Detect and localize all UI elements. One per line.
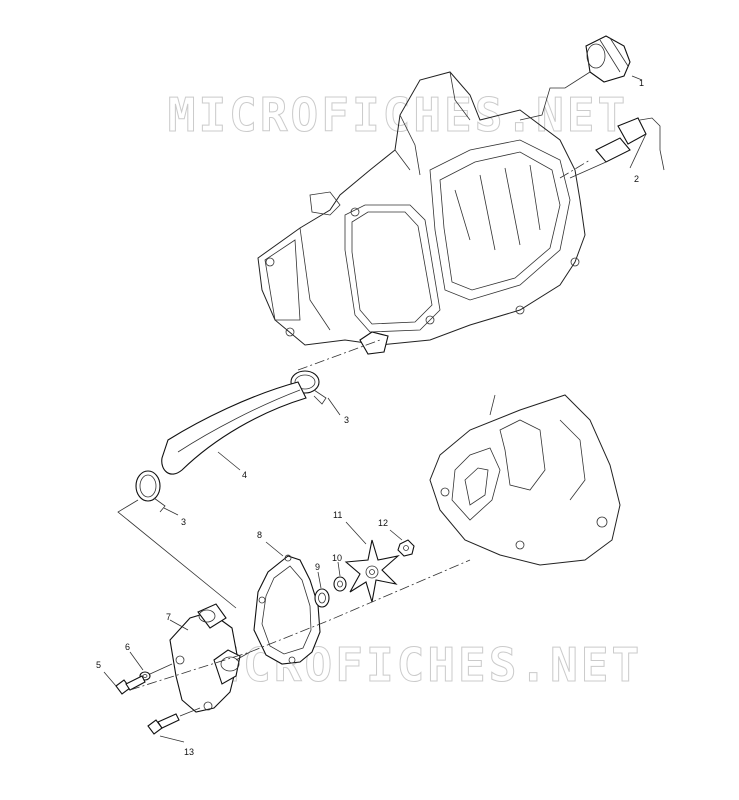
callout-13: 13 (184, 747, 195, 757)
assembly-axis-head (297, 159, 591, 371)
callout-9: 9 (315, 562, 321, 572)
callout-5: 5 (96, 660, 102, 670)
crankcase (429, 394, 621, 566)
part-7-water-pump-cover (169, 603, 251, 713)
callout-7: 7 (166, 612, 172, 622)
assembly-axis (129, 559, 471, 691)
callout-8: 8 (257, 530, 263, 540)
part-3-hose-clamp-lower (135, 470, 179, 516)
part-6-washer (129, 651, 173, 681)
callout-4: 4 (242, 470, 248, 480)
part-4-coolant-hose (161, 381, 307, 475)
part-8-gasket (253, 541, 321, 665)
part-10-washer (333, 561, 347, 592)
part-13-bolt (147, 707, 201, 743)
part-2-temperature-sensor (569, 117, 665, 179)
cylinder-head (257, 71, 586, 355)
watermark-top: MICROFICHES.NET (167, 88, 629, 143)
callout-12: 12 (378, 518, 389, 528)
assembly-line-left (117, 499, 237, 609)
callout-6: 6 (125, 642, 131, 652)
part-12-nut (389, 529, 415, 557)
part-9-seal (314, 571, 330, 608)
callout-3-upper: 3 (344, 415, 350, 425)
callout-2: 2 (634, 174, 640, 184)
part-11-impeller (344, 521, 400, 603)
callout-3-lower: 3 (181, 517, 187, 527)
part-1-thermostat-cap (519, 35, 643, 121)
part-5-bolt (103, 671, 146, 695)
callout-10: 10 (332, 553, 343, 563)
callout-11: 11 (333, 510, 343, 520)
watermark-bottom: MICROFICHES.NET (181, 638, 643, 693)
callout-1: 1 (639, 78, 645, 88)
